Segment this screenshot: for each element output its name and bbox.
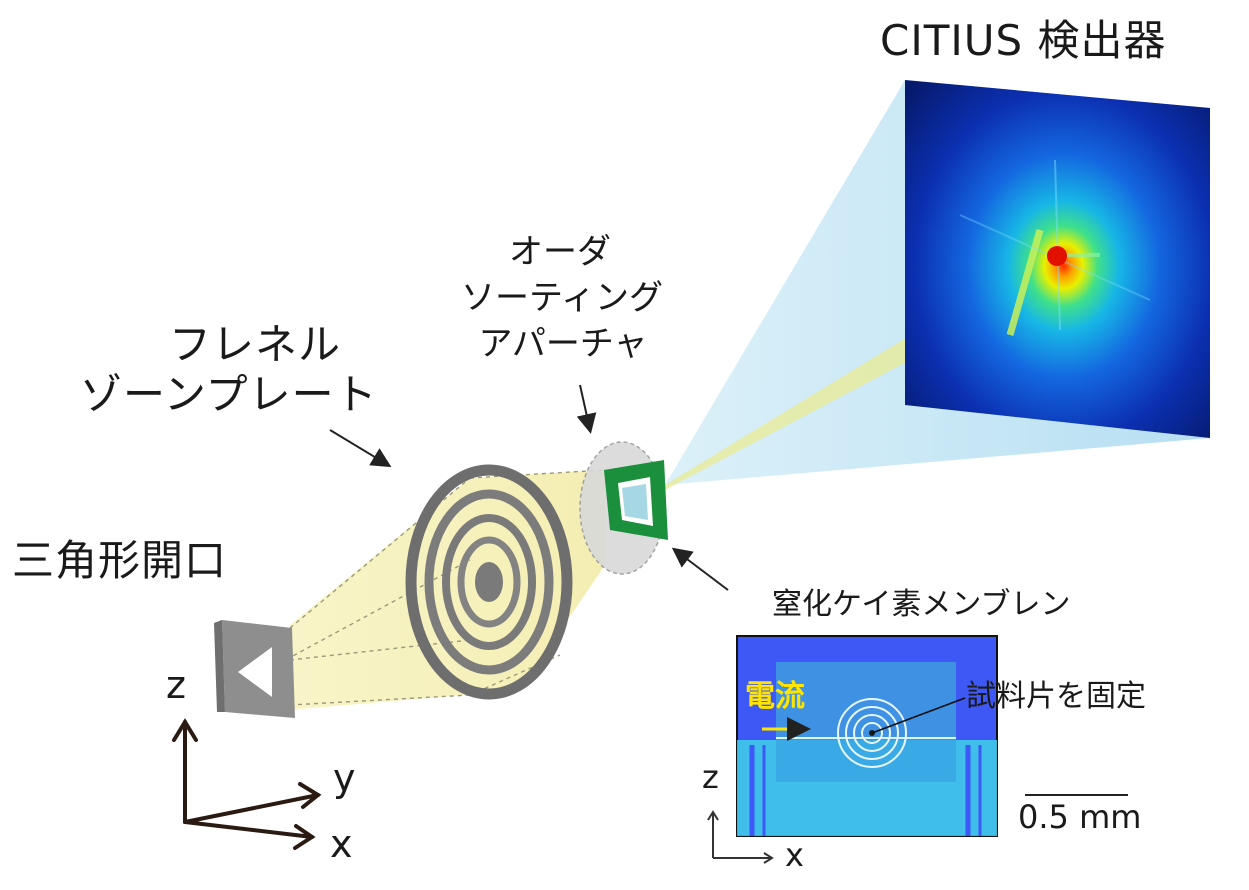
detector-image: [905, 80, 1210, 438]
inset-axis-x-label: x: [785, 836, 804, 874]
triangle-opening: [238, 647, 272, 697]
triangle-aperture-label: 三角形開口: [12, 536, 228, 585]
arrow-to-membrane: [671, 547, 729, 591]
osa-label-line2: ソーティング: [461, 278, 663, 318]
inset-axis-z-label: z: [702, 758, 719, 796]
osa-label-line1: オーダ: [509, 232, 611, 272]
main-axis-x-label: x: [330, 822, 353, 866]
main-axis-z-label: z: [166, 663, 186, 707]
membrane-label: 窒化ケイ素メンブレン: [772, 587, 1071, 622]
main-axis-y-label: y: [333, 756, 356, 800]
detector-label: CITIUS 検出器: [880, 16, 1167, 65]
membrane-frame: [604, 460, 668, 540]
fresnel-zone-plate: [405, 464, 573, 700]
arrow-to-osa: [576, 384, 597, 434]
spiral-heater: [837, 698, 907, 768]
fresnel-label-line1: フレネル: [168, 320, 341, 369]
current-label: 電流: [745, 679, 805, 714]
membrane-inset: [736, 635, 998, 837]
fresnel-label-line2: ゾーンプレート: [80, 370, 378, 419]
triangle-aperture: [214, 620, 295, 718]
arrow-to-zone-plate: [329, 429, 392, 468]
scale-label: 0.5 mm: [1018, 798, 1142, 836]
sample-fixed-label: 試料片を固定: [966, 679, 1146, 714]
inset-axes: [707, 810, 774, 864]
osa-label-line3: アパーチャ: [478, 324, 648, 364]
main-axes: [172, 718, 322, 850]
